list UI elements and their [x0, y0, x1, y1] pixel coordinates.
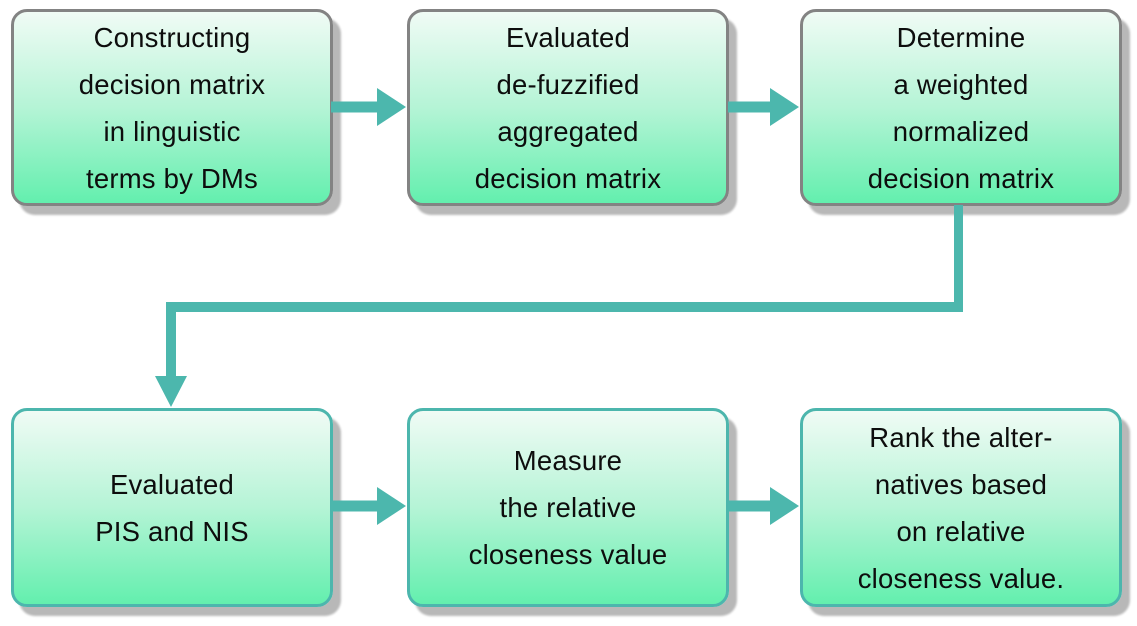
flow-step-4-label: Evaluated PIS and NIS: [95, 468, 249, 547]
arrow-elbow-down-icon: [155, 205, 963, 407]
flow-step-2: Evaluated de-fuzzified aggregated decisi…: [407, 9, 729, 206]
arrow-right-icon: [331, 88, 406, 126]
flow-step-3: Determine a weighted normalized decision…: [800, 9, 1122, 206]
arrow-right-icon: [728, 88, 799, 126]
flow-step-6: Rank the alter- natives based on relativ…: [800, 408, 1122, 607]
flow-step-6-label: Rank the alter- natives based on relativ…: [857, 421, 1065, 594]
flow-step-1: Constructing decision matrix in linguist…: [11, 9, 333, 206]
flow-step-5-label: Measure the relative closeness value: [468, 445, 668, 570]
arrow-right-icon: [728, 487, 799, 525]
flow-step-4: Evaluated PIS and NIS: [11, 408, 333, 607]
flow-step-1-label: Constructing decision matrix in linguist…: [78, 21, 266, 194]
flow-step-2-label: Evaluated de-fuzzified aggregated decisi…: [474, 21, 662, 194]
flow-step-5: Measure the relative closeness value: [407, 408, 729, 607]
arrow-right-icon: [331, 487, 406, 525]
flow-step-3-label: Determine a weighted normalized decision…: [867, 21, 1055, 194]
